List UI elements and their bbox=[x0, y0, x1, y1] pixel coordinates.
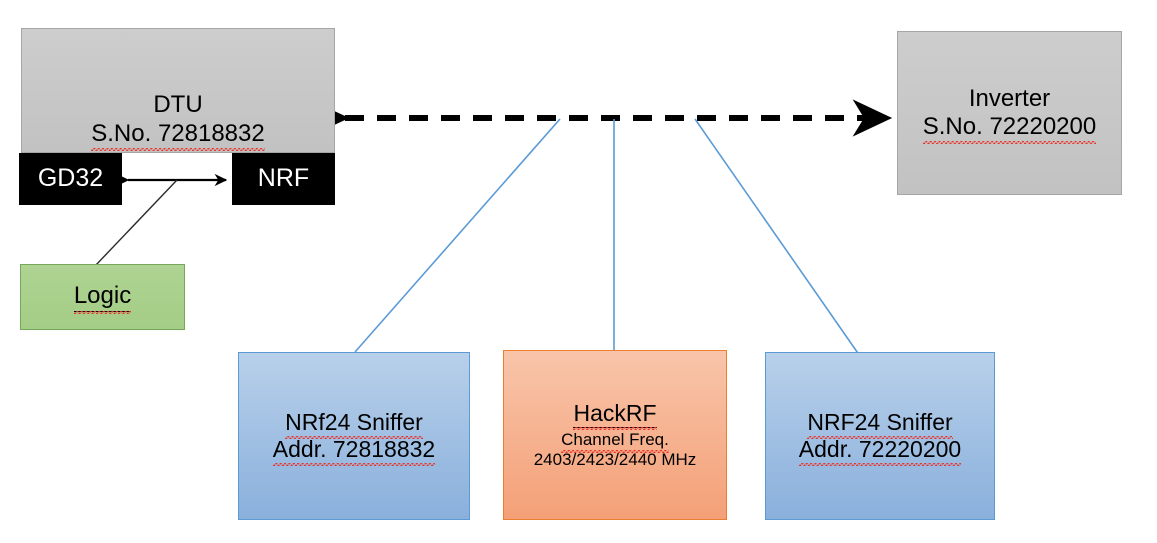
nrf24-sniffer-left-node[interactable]: NRf24 Sniffer Addr. 72818832 bbox=[238, 352, 470, 520]
logic-analyzer-node[interactable]: Logic bbox=[20, 264, 185, 330]
hackrf-channel-freqs: 2403/2423/2440 MHz bbox=[533, 450, 697, 470]
logic-label: Logic bbox=[73, 282, 132, 314]
logic-probe-line bbox=[94, 179, 178, 267]
dtu-title: DTU bbox=[153, 91, 203, 119]
hackrf-channel-label: Channel Freq. bbox=[561, 430, 669, 454]
gd32-chip[interactable]: GD32 bbox=[19, 153, 122, 205]
nrf-chip[interactable]: NRF bbox=[232, 153, 335, 205]
sniffer-left-title: NRf24 Sniffer bbox=[285, 408, 423, 440]
gd32-label: GD32 bbox=[37, 164, 104, 193]
nrf24-sniffer-right-node[interactable]: NRF24 Sniffer Addr. 72220200 bbox=[765, 352, 995, 520]
nrf-label: NRF bbox=[257, 164, 310, 193]
dtu-node[interactable]: DTU S.No. 72818832 bbox=[21, 28, 335, 153]
sniffer-right-title: NRF24 Sniffer bbox=[807, 408, 953, 440]
hackrf-node[interactable]: HackRF Channel Freq. 2403/2423/2440 MHz bbox=[503, 350, 727, 520]
inverter-title: Inverter bbox=[968, 84, 1051, 112]
sniffer-left-address: Addr. 72818832 bbox=[272, 436, 436, 467]
inverter-serial: S.No. 72220200 bbox=[922, 113, 1097, 145]
tap-line-left bbox=[354, 118, 561, 353]
sniffer-right-address: Addr. 72220200 bbox=[798, 436, 962, 467]
tap-line-right bbox=[694, 118, 863, 360]
dtu-serial: S.No. 72818832 bbox=[91, 119, 266, 152]
hackrf-title: HackRF bbox=[573, 400, 657, 431]
inverter-node[interactable]: Inverter S.No. 72220200 bbox=[897, 31, 1122, 195]
